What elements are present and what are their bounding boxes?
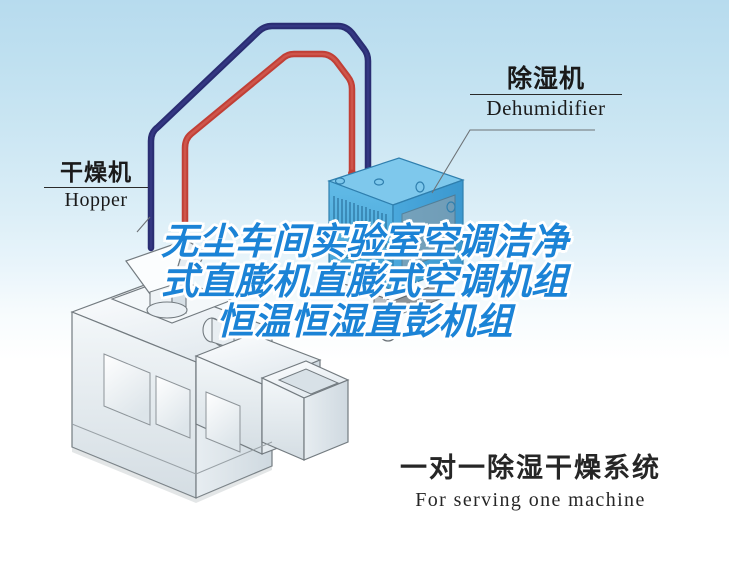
dehumidifier-label-cn: 除湿机 bbox=[506, 64, 585, 93]
dehumidifier-label-rule bbox=[470, 94, 622, 96]
system-caption-cn: 一对一除湿干燥系统 bbox=[400, 453, 661, 484]
system-caption: 一对一除湿干燥系统 For serving one machine bbox=[400, 453, 661, 512]
dehumidifier-label: 除湿机 Dehumidifier bbox=[470, 64, 622, 121]
dehumidifier-leader-line bbox=[431, 129, 595, 194]
hopper-label-rule bbox=[44, 187, 148, 189]
hopper-label-cn: 干燥机 bbox=[60, 160, 132, 186]
system-caption-en: For serving one machine bbox=[415, 489, 646, 512]
injection-molding-machine bbox=[70, 239, 350, 503]
dehumidifier-unit bbox=[327, 157, 465, 342]
hopper-label: 干燥机 Hopper bbox=[44, 161, 148, 212]
hopper-label-en: Hopper bbox=[64, 189, 128, 212]
hopper-leader-line bbox=[136, 216, 151, 233]
dehumidifier-label-en: Dehumidifier bbox=[486, 96, 606, 121]
